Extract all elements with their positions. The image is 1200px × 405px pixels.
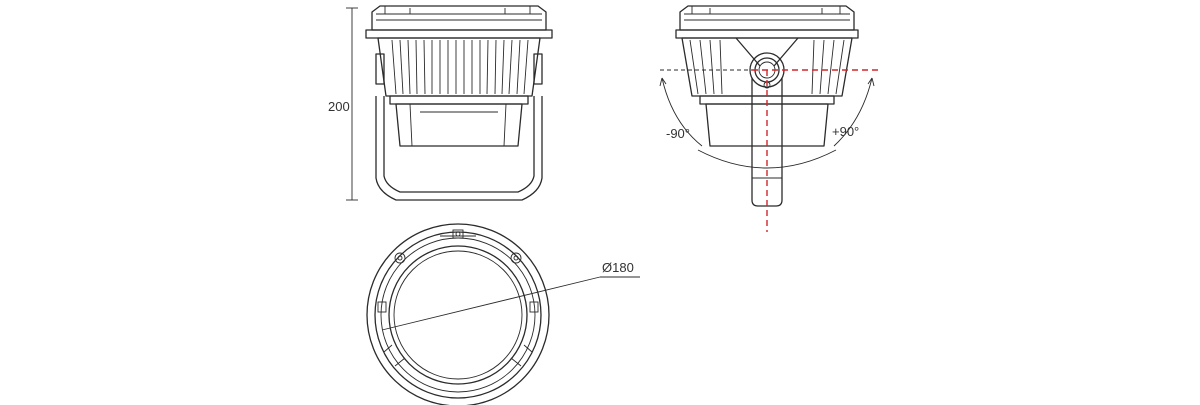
side-lower-body — [705, 103, 829, 147]
tilt-negative-label: -90° — [666, 126, 690, 141]
front-mounting-yoke — [375, 96, 543, 201]
side-heat-sink — [681, 37, 853, 97]
height-dimension-label: 200 — [328, 99, 350, 114]
tilt-arc-negative — [661, 77, 703, 147]
top-view: Ø180 — [366, 223, 640, 405]
tilt-arc-positive — [833, 77, 873, 147]
diameter-leader-line — [381, 276, 601, 331]
front-fins — [391, 39, 529, 95]
side-arm-bracket — [735, 37, 799, 67]
front-lower-body — [395, 103, 523, 147]
front-view: 200 — [328, 5, 553, 201]
tilt-arc-bottom — [697, 149, 837, 169]
front-top-cap — [371, 5, 547, 31]
side-view: -90° +90° — [659, 5, 878, 232]
ring-tabs — [377, 229, 539, 367]
ring-inner — [388, 245, 528, 385]
ring-outer — [366, 223, 550, 405]
side-top-cap — [679, 5, 855, 31]
diameter-label: Ø180 — [602, 260, 634, 275]
tilt-positive-label: +90° — [832, 124, 859, 139]
front-heat-sink — [377, 37, 541, 97]
